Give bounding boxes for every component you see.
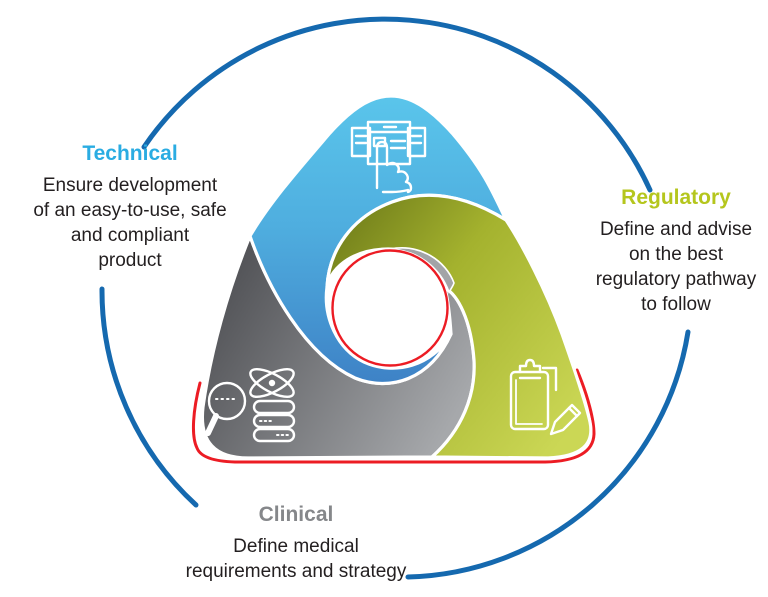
- outer-circle: [99, 16, 691, 580]
- research-data-icon: [205, 368, 296, 443]
- technical-label-block: Technical Ensure development of an easy-…: [2, 142, 258, 273]
- outer-circle-arc-top: [141, 16, 653, 193]
- clinical-arm-tip: [389, 247, 455, 294]
- outer-circle-arc-left: [99, 286, 199, 508]
- regulatory-label-block: Regulatory Define and advise on the best…: [584, 186, 768, 317]
- clinical-label-block: Clinical Define medical requirements and…: [148, 503, 444, 584]
- technical-description: Ensure development of an easy-to-use, sa…: [33, 175, 227, 271]
- clinical-description: Define medical requirements and strategy: [185, 536, 407, 582]
- regulatory-arm: [325, 193, 593, 460]
- regulatory-title: Regulatory: [621, 186, 731, 209]
- regulatory-description: Define and advise on the best regulatory…: [595, 219, 757, 315]
- outer-circle-arc-right: [405, 329, 691, 580]
- touch-interface-icon: [350, 120, 427, 194]
- center-hole: [335, 253, 445, 363]
- red-bottom-edge: [191, 368, 596, 464]
- clinical-title: Clinical: [258, 503, 334, 526]
- center-red-ring: [331, 249, 449, 367]
- clipboard-pencil-icon: [509, 358, 582, 436]
- technical-title: Technical: [82, 142, 178, 165]
